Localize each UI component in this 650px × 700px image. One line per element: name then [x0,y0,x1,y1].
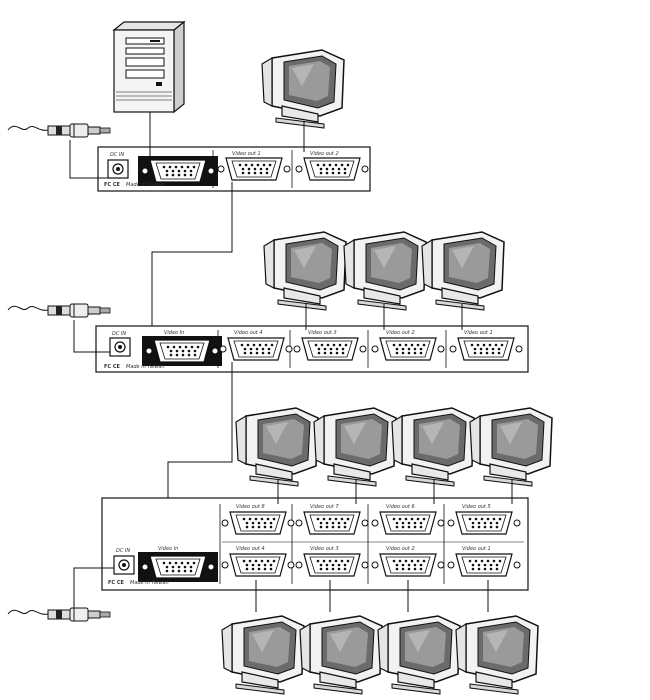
cables-unit-3 [73,480,513,614]
dc-in-jack [109,337,131,357]
note-label: Made in Taiwan [126,182,165,188]
monitor-icon [313,407,397,487]
video-out-label: Video out 2 [386,330,415,336]
power-plug-icon [7,123,111,138]
monitor-icon [221,615,305,695]
video-out-label: Video out 8 [236,504,265,510]
video-in-label: Video In [158,546,178,552]
video-out-label: Video out 2 [310,151,339,157]
cables-unit-1 [69,112,305,332]
monitor-icon [235,407,319,487]
dc-in-jack [107,159,129,179]
video-out-label: Video out 1 [232,151,261,157]
dc-in-label: DC IN [110,152,124,158]
video-out-label: Video out 6 [386,504,415,510]
monitor-icon [299,615,383,695]
power-plug-icon [7,607,111,622]
video-out-label: Video out 1 [464,330,493,336]
monitor-icon [343,231,427,311]
video-out-label: Video out 7 [310,504,339,510]
video-out-label: Video out 4 [236,546,265,552]
note-label: Made in Taiwan [126,364,165,370]
video-out-label: Video out 3 [308,330,337,336]
video-out-label: Video out 2 [386,546,415,552]
power-plug-icon [7,303,111,318]
video-in-label: Video In [158,151,178,157]
splitter-unit-1: DC IN Video In Video out 1 Video out 2 F… [97,146,371,192]
monitor-icon [261,49,345,129]
splitter-unit-2: DC IN Video In Video out 4 Video out 3 V… [95,325,529,373]
video-in-label: Video In [164,330,184,336]
cert-label: FC CE [108,580,124,586]
monitor-icon [377,615,461,695]
splitter-unit-3: Video out 8 Video out 7 Video out 6 Vide… [101,497,529,591]
monitor-icon [421,231,505,311]
monitor-icon [391,407,475,487]
dc-in-label: DC IN [112,331,126,337]
monitor-icon [469,407,553,487]
note-label: Made in Taiwan [130,580,169,586]
cert-label: FC CE [104,364,120,370]
video-out-label: Video out 1 [462,546,491,552]
video-out-label: Video out 3 [310,546,339,552]
video-out-label: Video out 5 [462,504,491,510]
video-out-label: Video out 4 [234,330,263,336]
video-in-port [138,552,218,582]
monitor-icon [455,615,539,695]
cert-label: FC CE [104,182,120,188]
monitor-icon [263,231,347,311]
dc-in-jack [113,555,135,575]
dc-in-label: DC IN [116,548,130,554]
video-in-port [142,336,222,366]
pc-tower-icon [112,20,186,114]
